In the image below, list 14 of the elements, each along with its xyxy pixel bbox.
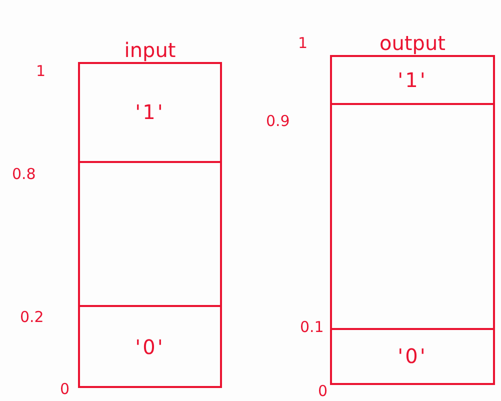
tick-label: 0 [318, 382, 328, 400]
band-label: '1' [135, 100, 165, 124]
band-label: '1' [398, 68, 428, 92]
column-heading: input [123, 38, 177, 62]
tick-label: 0.8 [12, 165, 36, 183]
tick-label: 0 [60, 380, 70, 398]
tick-label: 1 [36, 62, 46, 80]
tick-label: 1 [298, 34, 308, 52]
band-label: '0' [398, 344, 428, 368]
tick-label: 0.1 [300, 318, 324, 336]
tick-label: 0.2 [20, 308, 44, 326]
tick-label: 0.9 [266, 112, 290, 130]
band-label: '0' [135, 334, 165, 359]
column-heading: output [378, 31, 446, 55]
